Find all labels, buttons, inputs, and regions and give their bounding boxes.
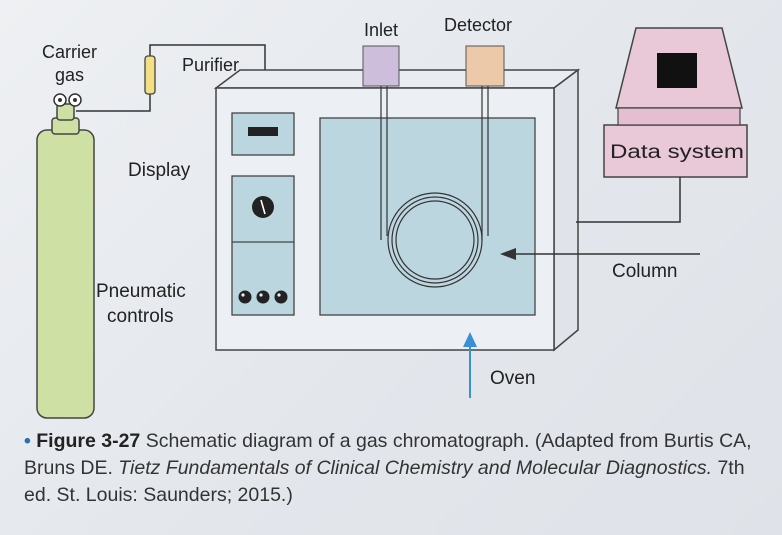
display-panel xyxy=(231,112,295,156)
carrier-gas-label: gas xyxy=(55,65,84,85)
data-system-label: Data system xyxy=(610,142,744,163)
carrier-gas-cylinder xyxy=(36,93,95,419)
carrier-gas-label: Carrier xyxy=(42,42,97,62)
column-coil xyxy=(380,86,489,288)
column-pointer-arrow xyxy=(500,248,700,260)
caption-citation: 7th ed. St. Louis: Saunders; 2015.) xyxy=(24,457,745,506)
oven-label: Oven xyxy=(490,368,535,389)
caption-book-title: Tietz Fundamentals of Clinical Chemistry… xyxy=(118,457,713,479)
oven-heat-arrow xyxy=(463,332,477,398)
purifier-cartridge xyxy=(144,55,156,95)
control-knob-icon xyxy=(238,290,252,304)
display-label: Display xyxy=(128,160,191,181)
figure-number: Figure 3-27 xyxy=(36,430,141,452)
inlet-box xyxy=(362,45,400,87)
caption-text: Schematic diagram of a gas chromatograph… xyxy=(24,430,752,479)
oven-chamber xyxy=(319,117,536,316)
column-label: Column xyxy=(612,261,677,282)
data-system-computer xyxy=(603,27,748,178)
caption-bullet: • xyxy=(24,430,31,452)
pneumatic-controls-panel xyxy=(231,175,295,316)
control-knob-icon xyxy=(274,290,288,304)
detector-signal-line xyxy=(576,177,681,223)
pneumatic-controls-label: controls xyxy=(107,306,174,327)
pneumatic-controls-label: Pneumatic xyxy=(96,281,186,302)
gas-line xyxy=(76,44,266,112)
inlet-label: Inlet xyxy=(364,20,398,40)
detector-label: Detector xyxy=(444,15,512,35)
purifier-label: Purifier xyxy=(182,55,239,75)
detector-box xyxy=(465,45,505,87)
figure-caption: • Figure 3-27 Schematic diagram of a gas… xyxy=(24,428,769,509)
control-knob-icon xyxy=(256,290,270,304)
